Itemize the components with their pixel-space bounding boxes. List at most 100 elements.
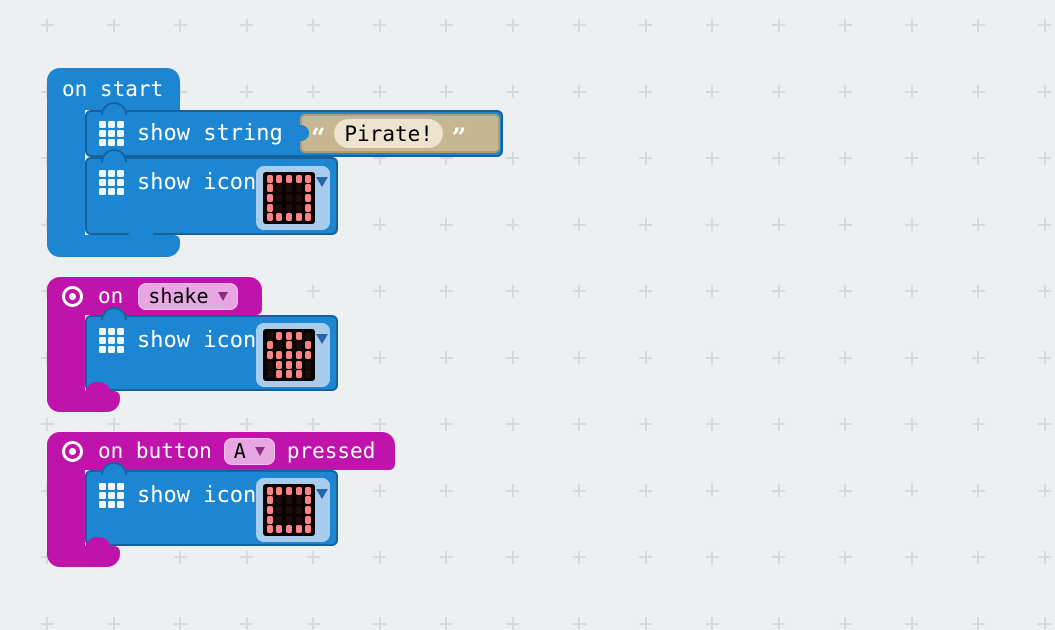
led-off: [285, 193, 292, 202]
grid-cross: [1038, 151, 1051, 165]
grid-cross: [439, 351, 453, 364]
led-off: [295, 184, 302, 193]
led-on: [295, 370, 302, 379]
led-on: [276, 486, 283, 495]
grid-cross: [240, 617, 253, 630]
grid-cross: [506, 284, 519, 298]
grid-cross: [971, 617, 985, 630]
grid-cross: [838, 417, 852, 431]
string-value-block[interactable]: “ Pirate! ”: [300, 114, 500, 153]
led-on: [266, 350, 273, 359]
icon-picker-field-square[interactable]: [256, 478, 330, 542]
show-string-block[interactable]: show string “ Pirate! ”: [85, 102, 503, 157]
grid-cross: [772, 484, 785, 497]
led-off: [285, 515, 292, 524]
led-off: [305, 331, 312, 340]
led-on: [276, 360, 283, 369]
show-icon-block-3[interactable]: show icon: [85, 462, 338, 546]
led-on: [305, 496, 312, 505]
grid-cross: [971, 151, 985, 165]
chevron-down-icon: [254, 446, 265, 456]
led-on: [276, 370, 283, 379]
led-on: [295, 174, 302, 183]
grid-cross: [306, 417, 320, 431]
grid-cross: [971, 284, 985, 298]
grid-cross: [838, 484, 852, 497]
grid-cross: [838, 218, 852, 231]
block-on-start[interactable]: on start show string “ Pirate! ”: [47, 68, 503, 257]
led-on: [295, 360, 302, 369]
grid-cross: [306, 617, 320, 630]
led-on: [276, 525, 283, 534]
icon-picker-field-square[interactable]: [256, 166, 330, 230]
led-on: [276, 174, 283, 183]
block-on-button-pressed[interactable]: on button A pressed show icon: [47, 432, 395, 567]
grid-cross: [639, 18, 652, 32]
led-off: [285, 496, 292, 505]
led-on: [285, 331, 292, 340]
block-on-shake[interactable]: on shake show icon: [47, 277, 338, 412]
grid-cross: [905, 218, 918, 231]
grid-cross: [705, 351, 719, 364]
led-off: [305, 360, 312, 369]
grid-cross: [705, 417, 719, 431]
led-on: [266, 515, 273, 524]
chevron-down-icon: [316, 334, 328, 344]
grid-cross: [971, 351, 985, 364]
grid-cross: [639, 284, 652, 298]
gesture-dropdown[interactable]: shake: [138, 282, 238, 310]
grid-cross: [905, 417, 918, 431]
grid-cross: [838, 85, 852, 98]
show-icon-label: show icon: [137, 170, 257, 195]
grid-cross: [705, 484, 719, 497]
led-off: [276, 515, 283, 524]
grid-cross: [506, 218, 519, 231]
grid-cross: [373, 617, 386, 630]
grid-cross: [772, 351, 785, 364]
grid-cross: [772, 550, 785, 564]
on-shake-foot[interactable]: [47, 382, 120, 412]
grid-cross: [1038, 218, 1051, 231]
on-start-foot[interactable]: [47, 226, 180, 257]
grid-cross: [373, 284, 386, 298]
grid-cross: [439, 550, 453, 564]
button-dropdown[interactable]: A: [223, 437, 275, 465]
grid-cross: [772, 18, 785, 32]
led-off: [295, 496, 302, 505]
grid-cross: [439, 284, 453, 298]
grid-cross: [572, 617, 586, 630]
grid-cross: [705, 85, 719, 98]
grid-cross: [905, 85, 918, 98]
led-on: [305, 174, 312, 183]
led-on: [285, 341, 292, 350]
show-icon-label: show icon: [137, 328, 257, 353]
icon-picker-field-skull[interactable]: [256, 323, 330, 387]
led-off: [295, 203, 302, 212]
string-value-field[interactable]: Pirate!: [334, 119, 443, 148]
grid-cross: [373, 417, 386, 431]
led-on: [266, 505, 273, 514]
open-quote: “: [311, 122, 326, 152]
grid-cross: [373, 351, 386, 364]
grid-cross: [240, 417, 253, 431]
on-label: on: [98, 283, 124, 308]
on-button-foot[interactable]: [47, 537, 120, 567]
grid-cross: [838, 351, 852, 364]
connector-bump: [85, 382, 111, 394]
grid-cross: [506, 151, 519, 165]
grid-cross: [439, 417, 453, 431]
led-off: [285, 505, 292, 514]
show-icon-block-1[interactable]: show icon: [85, 149, 338, 235]
led-on: [285, 360, 292, 369]
led-grid-icon: [99, 328, 124, 353]
event-circle-icon: [62, 440, 83, 462]
grid-cross: [639, 85, 652, 98]
grid-cross: [905, 151, 918, 165]
led-preview-square: [263, 484, 315, 536]
connector-bump: [85, 537, 111, 549]
led-off: [276, 496, 283, 505]
show-icon-block-2[interactable]: show icon: [85, 307, 338, 391]
on-button-hat[interactable]: on button A pressed: [47, 432, 395, 470]
on-shake-hat[interactable]: on shake: [47, 277, 262, 315]
